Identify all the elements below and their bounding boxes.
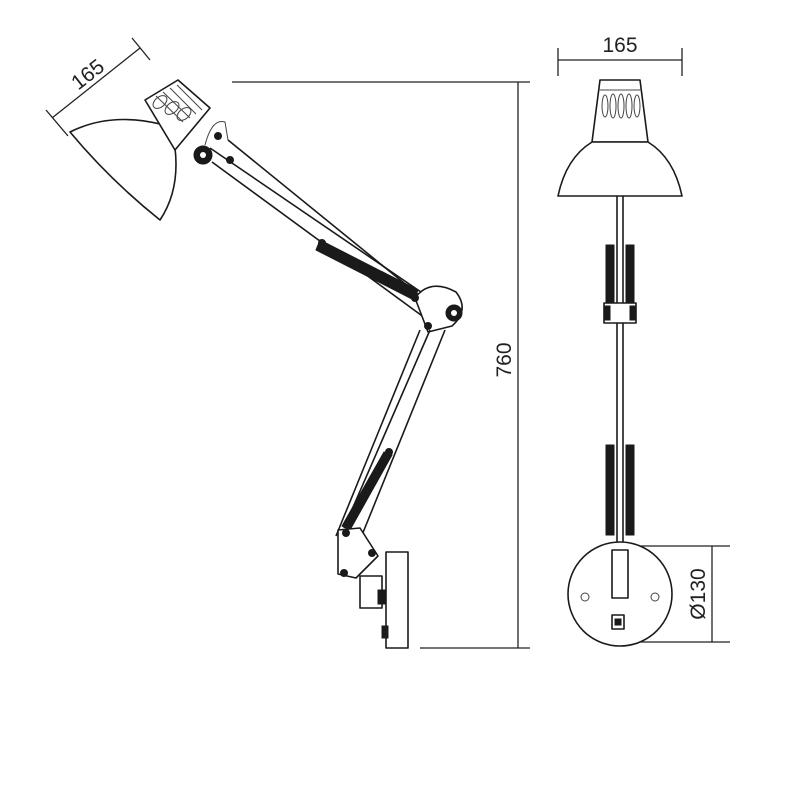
arm-rod (343, 329, 431, 529)
head-knob (193, 120, 229, 165)
shade-body (69, 118, 177, 221)
vent-hole (609, 93, 617, 119)
vent-hole (164, 101, 180, 115)
arm-rod (359, 329, 446, 541)
vent-hole (152, 95, 168, 109)
rivet (214, 132, 222, 140)
rivet (411, 294, 419, 302)
height-dimension-label: 760 (493, 342, 516, 377)
extension-line (131, 37, 151, 61)
rivet (340, 569, 348, 577)
upper-spring-left (605, 244, 615, 304)
upper-spring (315, 239, 419, 301)
base-dimension-label: Ø130 (687, 568, 710, 619)
arm-rod (209, 147, 441, 306)
elbow-joint (411, 285, 463, 333)
dimension-line (51, 47, 141, 119)
rivet (318, 239, 326, 247)
switch-button (614, 618, 622, 626)
upper-arm (209, 139, 441, 319)
vent-hole (176, 107, 192, 121)
base-joint-plate (337, 527, 379, 579)
rivet (226, 156, 234, 164)
lower-arm (335, 329, 446, 541)
vent-hole (625, 93, 633, 119)
front-shade-dimension-label: 165 (602, 34, 637, 57)
front-view-lamp: 165 (557, 34, 730, 647)
front-shade (557, 79, 683, 197)
front-arm (603, 196, 637, 550)
front-base (567, 541, 673, 647)
lower-spring-left (605, 444, 615, 536)
screw-icon (580, 592, 590, 602)
lower-spring-right (625, 444, 635, 536)
elbow-knob-icon (603, 305, 611, 321)
knob-center (200, 152, 206, 158)
height-dimension: 760 (232, 81, 530, 649)
vent-slot (169, 87, 197, 115)
plug-icon (381, 625, 389, 639)
base-joint (337, 527, 409, 649)
upper-spring-right (625, 244, 635, 304)
extension-line (45, 109, 69, 137)
wall-plate (385, 551, 409, 649)
base-bracket (611, 549, 629, 599)
vent-slot (176, 84, 203, 111)
lower-spring (341, 451, 393, 531)
side-view-lamp: 165 (45, 37, 530, 649)
arm-rod (227, 139, 421, 297)
screw-icon (650, 592, 660, 602)
rivet (424, 322, 432, 330)
rivet (342, 529, 350, 537)
spring-hook (204, 120, 229, 146)
arm-rod (335, 329, 421, 537)
rivet (368, 549, 376, 557)
front-shade-bell (557, 141, 683, 197)
vent-hole (617, 93, 625, 119)
vent-hole (601, 94, 609, 118)
side-shade-dimension-label: 165 (67, 55, 109, 95)
vent-hole (633, 94, 641, 118)
arm-rod (211, 161, 426, 319)
side-shade (69, 79, 211, 221)
rivet (385, 448, 393, 456)
front-shade-dimension: 165 (557, 34, 683, 76)
vent-slot (162, 91, 191, 119)
elbow-knob-icon (629, 305, 637, 321)
base-dimension: Ø130 (640, 545, 730, 643)
knob-center (451, 310, 457, 316)
vent-slot (155, 95, 184, 123)
